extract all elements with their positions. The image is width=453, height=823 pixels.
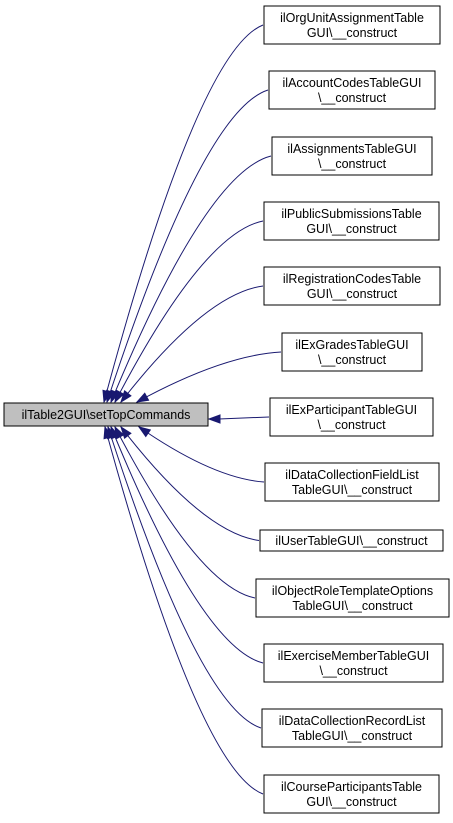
arrowhead-icon xyxy=(135,392,150,403)
call-edge xyxy=(104,426,264,795)
call-edge xyxy=(106,89,269,403)
caller-node-label-line2: \__construct xyxy=(318,157,387,171)
caller-node[interactable]: ilExerciseMemberTableGUI\__construct xyxy=(263,643,444,683)
arrowhead-icon xyxy=(137,426,152,438)
caller-node-label: ilOrgUnitAssignmentTable xyxy=(280,11,424,25)
caller-node[interactable]: ilObjectRoleTemplateOptionsTableGUI\__co… xyxy=(255,578,450,618)
call-edge xyxy=(218,416,270,420)
root-node-label: ilTable2GUI\setTopCommands xyxy=(22,408,191,422)
caller-node[interactable]: ilExParticipantTableGUI\__construct xyxy=(269,397,434,437)
caller-node-box xyxy=(261,708,443,748)
caller-node-label: ilUserTableGUI\__construct xyxy=(275,534,428,548)
caller-node-box xyxy=(263,5,441,45)
caller-node-label-line2: GUI\__construct xyxy=(307,287,398,301)
call-edge xyxy=(114,220,264,403)
caller-node-box xyxy=(263,643,444,683)
caller-node-box xyxy=(269,397,434,437)
call-edge xyxy=(110,426,264,664)
caller-node-label-line2: GUI\__construct xyxy=(306,795,397,809)
caller-node-label-line2: TableGUI\__construct xyxy=(292,729,413,743)
caller-node[interactable]: ilDataCollectionFieldListTableGUI\__cons… xyxy=(264,462,440,502)
caller-node-box xyxy=(263,266,441,306)
caller-node-box xyxy=(268,70,436,110)
caller-node-label: ilAccountCodesTableGUI xyxy=(283,76,422,90)
caller-node-label: ilRegistrationCodesTable xyxy=(283,272,421,286)
caller-node[interactable]: ilUserTableGUI\__construct xyxy=(259,529,444,552)
caller-node-box xyxy=(263,201,440,241)
caller-node-label: ilAssignmentsTableGUI xyxy=(287,142,416,156)
caller-nodes: ilOrgUnitAssignmentTableGUI\__constructi… xyxy=(255,5,450,814)
arrowhead-icon xyxy=(207,414,221,424)
caller-node-label-line2: \__construct xyxy=(318,91,387,105)
edges-layer xyxy=(102,24,282,795)
arrowhead-icon xyxy=(114,389,125,404)
caller-node[interactable]: ilExGradesTableGUI\__construct xyxy=(281,332,423,372)
caller-node-label-line2: TableGUI\__construct xyxy=(292,599,413,613)
caller-node-box xyxy=(255,578,450,618)
caller-node-box xyxy=(259,529,444,552)
caller-node-label: ilPublicSubmissionsTable xyxy=(281,207,421,221)
root-node-box xyxy=(3,402,209,427)
caller-node-label-line2: \__construct xyxy=(317,418,386,432)
caller-node-label-line2: GUI\__construct xyxy=(307,26,398,40)
arrowhead-icon xyxy=(103,425,113,440)
call-edge xyxy=(138,426,265,483)
caller-node-label-line2: TableGUI\__construct xyxy=(292,483,413,497)
call-edge xyxy=(103,24,264,403)
call-edge xyxy=(136,351,282,403)
caller-node-label-line2: \__construct xyxy=(319,664,388,678)
caller-node-box xyxy=(271,136,433,176)
caller-node-box xyxy=(264,462,440,502)
caller-node-label: ilExerciseMemberTableGUI xyxy=(278,649,429,663)
caller-node-label: ilDataCollectionFieldList xyxy=(285,468,419,482)
caller-node-label-line2: GUI\__construct xyxy=(306,222,397,236)
arrowhead-icon xyxy=(120,425,132,439)
caller-node-label: ilExParticipantTableGUI xyxy=(286,403,417,417)
caller-node-label: ilObjectRoleTemplateOptions xyxy=(272,584,433,598)
call-edge xyxy=(110,155,272,403)
call-edge xyxy=(120,285,264,403)
root-node[interactable]: ilTable2GUI\setTopCommands xyxy=(3,402,209,427)
caller-node-box xyxy=(263,774,440,814)
caller-node[interactable]: ilAssignmentsTableGUI\__construct xyxy=(271,136,433,176)
caller-node[interactable]: ilAccountCodesTableGUI\__construct xyxy=(268,70,436,110)
caller-node[interactable]: ilDataCollectionRecordListTableGUI\__con… xyxy=(261,708,443,748)
caller-node-label: ilDataCollectionRecordList xyxy=(279,714,426,728)
caller-node-label-line2: \__construct xyxy=(318,353,387,367)
call-edge xyxy=(107,426,262,729)
arrowhead-icon xyxy=(120,390,132,404)
call-edge xyxy=(120,426,260,541)
call-edge xyxy=(114,426,256,599)
caller-node-label: ilCourseParticipantsTable xyxy=(281,780,422,794)
caller-node-label: ilExGradesTableGUI xyxy=(295,338,408,352)
caller-node-box xyxy=(281,332,423,372)
